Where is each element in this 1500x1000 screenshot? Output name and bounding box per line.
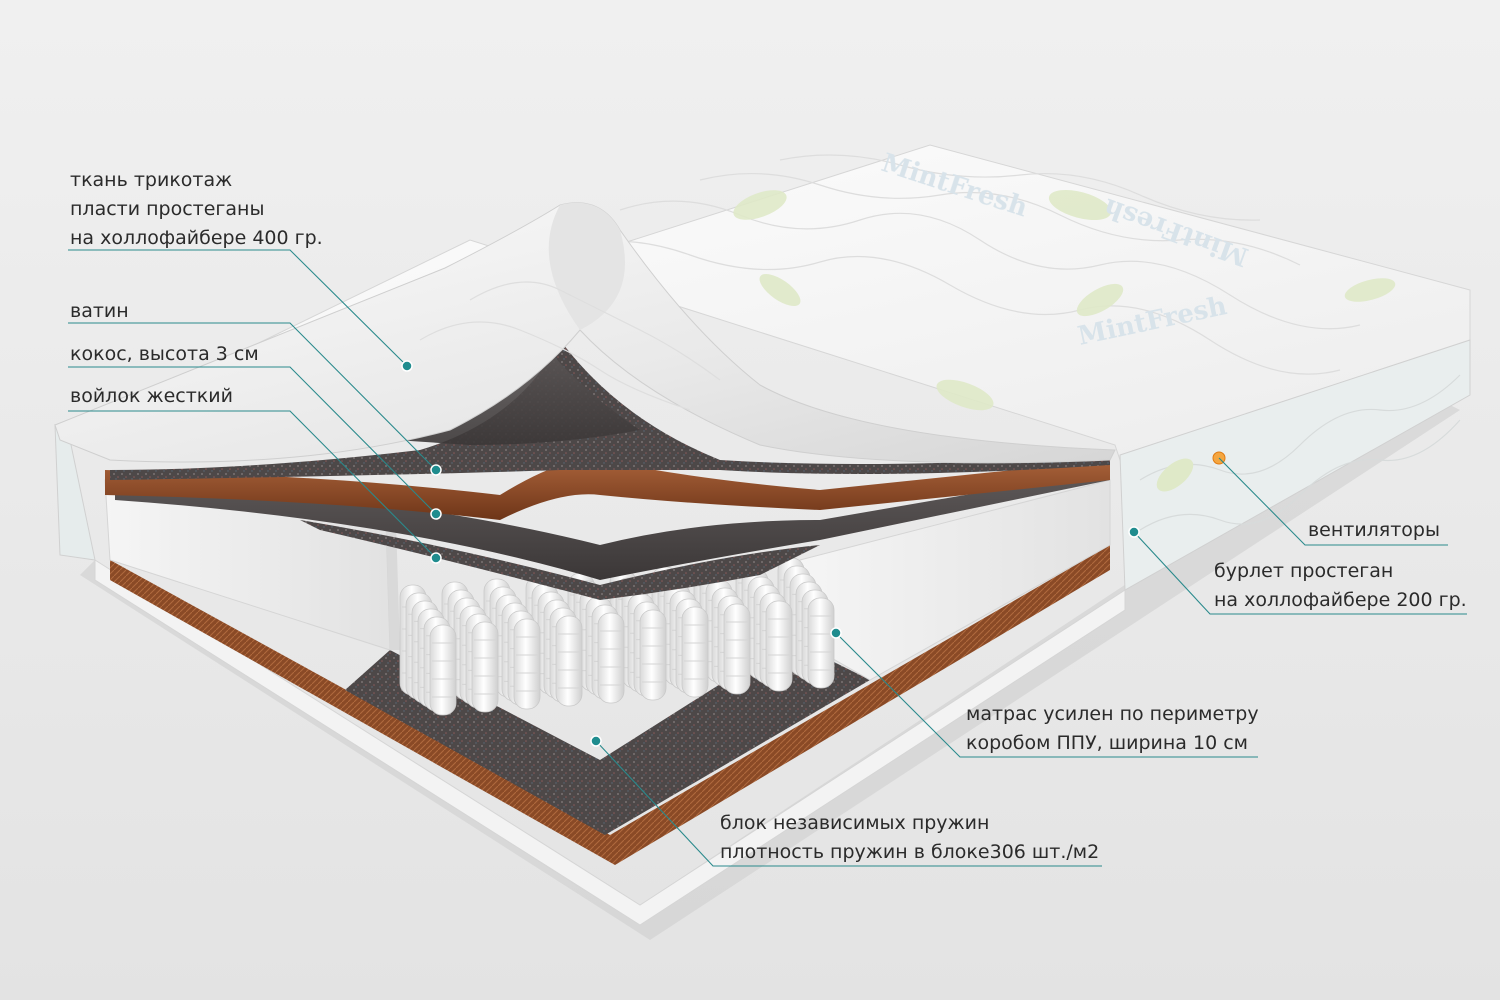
felt-middle-texture — [300, 520, 820, 600]
label-springs: блок независимых пружин плотность пружин… — [720, 809, 1099, 867]
cover-flap-fold — [548, 202, 625, 330]
label-fabric-line2: пласти простеганы — [70, 198, 265, 220]
mattress-side-border — [1119, 339, 1471, 591]
dot-felt — [430, 552, 442, 564]
leader-border — [1133, 531, 1467, 615]
label-felt: войлок жесткий — [70, 385, 233, 407]
label-springs-line2: плотность пружин в блоке306 шт./м2 — [720, 841, 1100, 863]
leader-fabric — [68, 249, 408, 367]
pocket-spring — [807, 597, 835, 689]
label-foam-frame-line2: коробом ППУ, ширина 10 см — [966, 732, 1248, 754]
pocket-spring — [555, 615, 583, 707]
pocket-spring — [765, 600, 793, 692]
label-border: бурлет простеган на холлофайбере 200 гр. — [1214, 557, 1467, 615]
leader-foam — [835, 632, 1258, 758]
label-foam-frame-line1: матрас усилен по периметру — [966, 703, 1259, 725]
pocket-spring — [471, 621, 499, 713]
pocket-spring — [513, 618, 541, 710]
label-springs-line1: блок независимых пружин — [720, 812, 990, 834]
label-fabric: ткань трикотаж пласти простеганы на холл… — [70, 166, 323, 253]
leader-batting — [68, 322, 437, 471]
label-foam-frame: матрас усилен по периметру коробом ППУ, … — [966, 700, 1259, 758]
label-fabric-line3: на холлофайбере 400 гр. — [70, 227, 323, 249]
pocket-spring — [597, 612, 625, 704]
pocket-spring — [429, 624, 457, 716]
leader-springs — [595, 740, 1102, 867]
pocket-spring — [639, 609, 667, 701]
dot-springs — [590, 735, 602, 747]
dot-fabric — [401, 360, 413, 372]
coconut-top-layer — [105, 459, 1110, 520]
border-leaf — [1156, 458, 1194, 492]
dot-border — [1128, 526, 1140, 538]
label-fabric-line1: ткань трикотаж — [70, 169, 233, 191]
label-border-line1: бурлет простеган — [1214, 560, 1394, 582]
leader-felt — [68, 410, 437, 559]
border-quilting — [1139, 374, 1461, 531]
label-border-line2: на холлофайбере 200 гр. — [1214, 589, 1467, 611]
pocket-spring-block — [399, 557, 835, 716]
felt-middle-layer — [115, 470, 1110, 580]
label-coconut: кокос, высота 3 см — [70, 343, 259, 365]
bottom-edge — [94, 559, 1126, 926]
dot-coconut — [430, 508, 442, 520]
label-vents: вентиляторы — [1307, 519, 1440, 541]
leaf-prints — [733, 189, 1396, 411]
pocket-spring — [681, 606, 709, 698]
flap-quilting — [419, 281, 721, 411]
leader-coconut — [68, 366, 437, 515]
dot-batting — [430, 464, 442, 476]
pocket-spring — [723, 603, 751, 695]
label-batting: ватин — [70, 300, 129, 322]
leader-lines — [68, 249, 1467, 867]
leader-dots — [401, 360, 1140, 747]
dot-foam — [830, 627, 842, 639]
leader-vents — [1218, 457, 1448, 546]
